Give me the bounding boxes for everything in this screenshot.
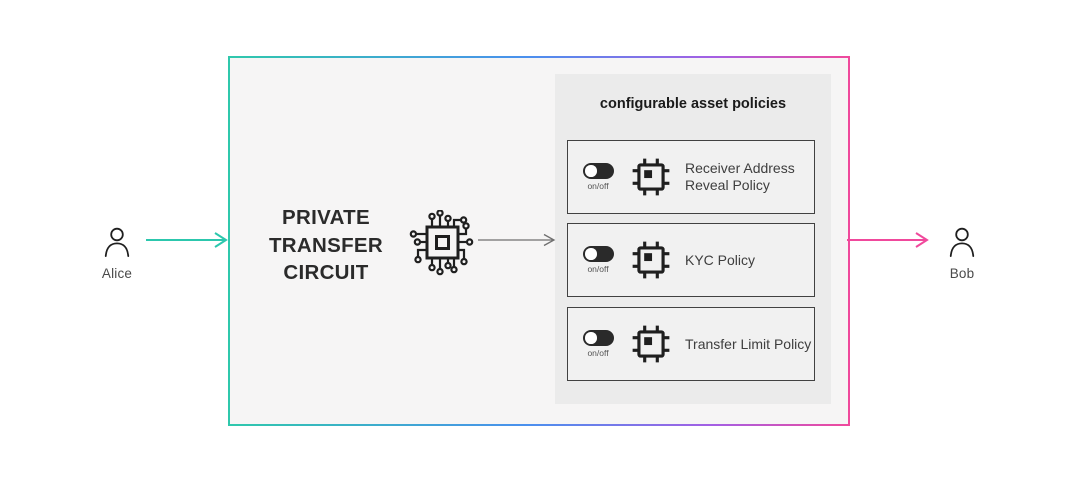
toggle-label: on/off	[587, 348, 609, 358]
policy-card-receiver-address-reveal: on/off Receiver Address Reveal Policy	[567, 140, 815, 214]
toggle-knob	[585, 332, 597, 344]
circuit-title: PRIVATE TRANSFER CIRCUIT	[250, 204, 402, 287]
arrow-circuit-to-policies	[478, 233, 556, 247]
toggle-knob	[585, 165, 597, 177]
policy-label: Transfer Limit Policy	[685, 335, 812, 352]
policies-panel: configurable asset policies on/off	[555, 74, 831, 404]
on-off-toggle[interactable]	[582, 163, 614, 179]
toggle-block: on/off	[581, 330, 615, 358]
policies-panel-title: configurable asset policies	[599, 96, 787, 112]
actor-bob: Bob	[930, 225, 994, 281]
arrow-circuit-to-receiver	[847, 232, 929, 248]
circuit-title-line2: TRANSFER	[268, 233, 383, 257]
toggle-label: on/off	[587, 264, 609, 274]
on-off-toggle[interactable]	[582, 246, 614, 262]
policy-card-transfer-limit: on/off Transfer Limit Policy	[567, 307, 815, 381]
toggle-block: on/off	[581, 246, 615, 274]
policy-label: KYC Policy	[685, 251, 756, 268]
chip-icon	[632, 241, 670, 279]
chip-icon	[632, 158, 670, 196]
circuit-chip-icon	[409, 210, 474, 276]
circuit-title-line3: CIRCUIT	[283, 261, 369, 284]
private-transfer-circuit-box: PRIVATE TRANSFER CIRCUIT	[228, 56, 850, 426]
toggle-label: on/off	[587, 181, 609, 191]
toggle-block: on/off	[581, 163, 615, 191]
actor-alice: Alice	[85, 225, 149, 281]
on-off-toggle[interactable]	[582, 330, 614, 346]
policy-card-kyc: on/off KYC Policy	[567, 223, 815, 297]
actor-label-bob: Bob	[949, 266, 975, 281]
chip-icon	[632, 325, 670, 363]
circuit-title-line1: PRIVATE	[282, 206, 370, 229]
person-icon	[949, 227, 975, 257]
toggle-knob	[585, 248, 597, 260]
actor-label-alice: Alice	[101, 266, 133, 281]
arrow-sender-to-circuit	[146, 232, 228, 248]
policy-label: Receiver Address Reveal Policy	[685, 160, 795, 193]
person-icon	[104, 227, 130, 257]
